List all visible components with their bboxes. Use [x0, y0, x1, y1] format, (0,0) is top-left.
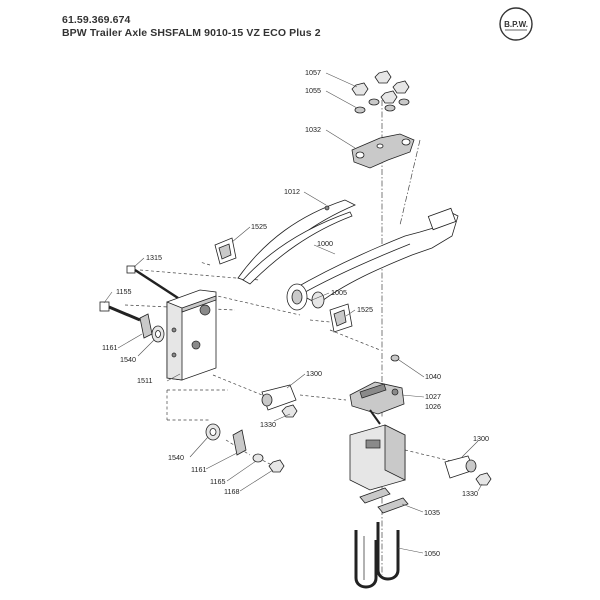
- page-title: BPW Trailer Axle SHSFALM 9010-15 VZ ECO …: [62, 27, 321, 39]
- callout-1012: 1012: [284, 187, 300, 196]
- callout-1050: 1050: [424, 549, 440, 558]
- callout-1330-upper: 1330: [260, 420, 276, 429]
- cap: [390, 354, 400, 362]
- u-bolts: [354, 522, 400, 589]
- callout-1005: 1005: [331, 288, 347, 297]
- callout-1161-upper: 1161: [102, 343, 117, 352]
- shock-absorber-lower: [444, 455, 492, 486]
- hanger-bracket: [166, 289, 217, 381]
- washers: [139, 313, 285, 473]
- callout-1315: 1315: [146, 253, 162, 262]
- axle-tube: [349, 424, 406, 491]
- callout-1525-upper: 1525: [251, 222, 267, 231]
- callout-1155: 1155: [116, 287, 131, 296]
- logo-text: B.P.W.: [504, 20, 528, 29]
- axle-pads: [359, 487, 409, 514]
- leader-lines: [103, 72, 483, 554]
- callout-1300-lower: 1300: [473, 434, 489, 443]
- shock-absorber-upper: [261, 384, 298, 418]
- callout-1057: 1057: [305, 68, 321, 77]
- callout-labels: 1057 1055 1032 1012 1525 1000 1315 1155 …: [102, 68, 489, 558]
- nuts-and-washers: [351, 70, 410, 114]
- callout-1032: 1032: [305, 125, 321, 134]
- callout-1540-upper: 1540: [120, 355, 136, 364]
- spring-pads: [214, 237, 353, 333]
- clamp-plate: [351, 133, 415, 169]
- bolts: [99, 265, 179, 322]
- callout-1300-upper: 1300: [306, 369, 322, 378]
- bpw-logo: B.P.W.: [499, 7, 533, 41]
- callout-1168: 1168: [224, 487, 239, 496]
- callout-1035: 1035: [424, 508, 440, 517]
- callout-1161-lower: 1161: [191, 465, 206, 474]
- callout-1027: 1027: [425, 392, 441, 401]
- callout-1026: 1026: [425, 402, 441, 411]
- callout-1055: 1055: [305, 86, 321, 95]
- callout-1525-lower: 1525: [357, 305, 373, 314]
- brake-bracket: [349, 381, 405, 425]
- trailing-arm: [286, 207, 459, 311]
- auxiliary-spring: [237, 199, 356, 285]
- callout-1040: 1040: [425, 372, 441, 381]
- callout-1000: 1000: [317, 239, 333, 248]
- callout-1511: 1511: [137, 376, 152, 385]
- callout-1330-lower: 1330: [462, 489, 478, 498]
- callout-1165: 1165: [210, 477, 225, 486]
- part-number: 61.59.369.674: [62, 14, 131, 26]
- callout-1540-lower: 1540: [168, 453, 184, 462]
